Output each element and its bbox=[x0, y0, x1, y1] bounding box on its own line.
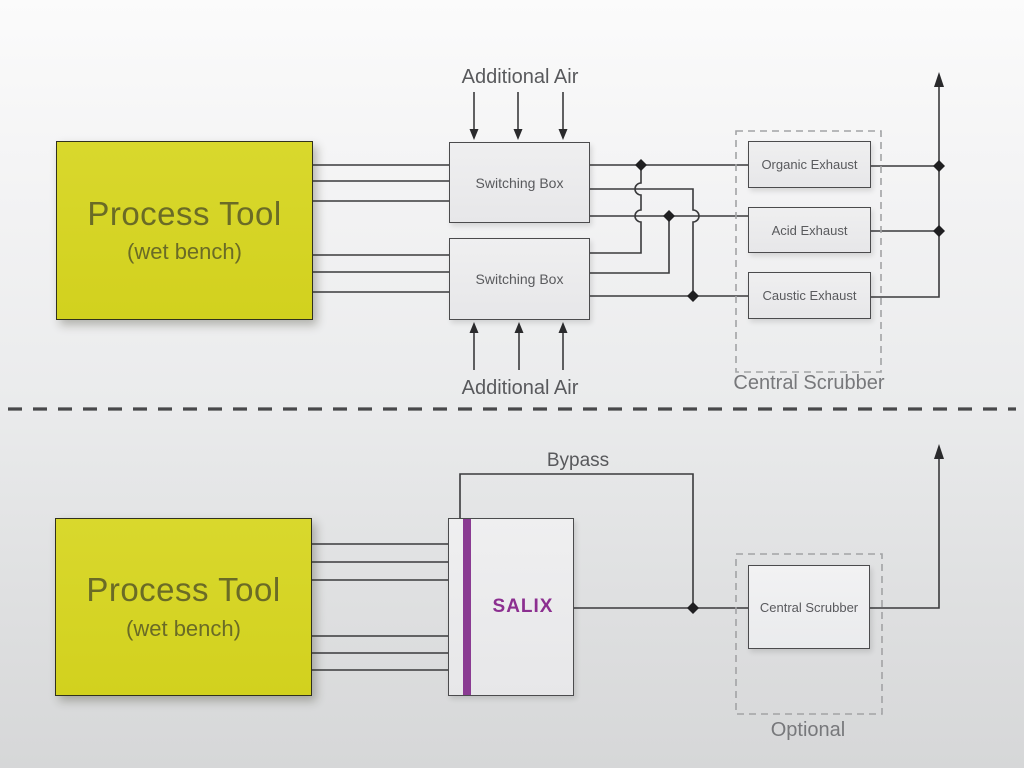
junction-diamond bbox=[933, 225, 945, 237]
process-tool-box-top: Process Tool (wet bench) bbox=[56, 141, 313, 320]
organic-exhaust-box: Organic Exhaust bbox=[748, 141, 871, 188]
process-tool-subtitle: (wet bench) bbox=[127, 239, 242, 265]
optional-group-label: Optional bbox=[770, 719, 846, 741]
salix-box: SALIX bbox=[448, 518, 574, 696]
process-tool-box-bottom: Process Tool (wet bench) bbox=[55, 518, 312, 696]
junction-diamonds bbox=[635, 159, 945, 614]
stack-riser-line bbox=[870, 457, 940, 609]
organic-exhaust-label: Organic Exhaust bbox=[761, 157, 858, 172]
salix-label: SALIX bbox=[492, 596, 554, 617]
process-tool-title: Process Tool bbox=[86, 571, 281, 609]
bypass-line bbox=[459, 473, 694, 608]
crossover-line-with-hops bbox=[590, 165, 642, 254]
switching-box-2: Switching Box bbox=[449, 238, 590, 320]
air-arrow-up-icon bbox=[514, 322, 524, 333]
junction-diamond bbox=[635, 159, 647, 171]
stack-riser-line bbox=[871, 85, 940, 298]
air-arrow-up-icon bbox=[469, 322, 479, 333]
additional-air-label-top: Additional Air bbox=[461, 66, 579, 88]
process-tool-title: Process Tool bbox=[87, 194, 282, 232]
stack-arrow-up-icon bbox=[934, 72, 944, 87]
optional-dashed-border bbox=[735, 553, 883, 715]
caustic-exhaust-label: Caustic Exhaust bbox=[762, 288, 857, 303]
air-arrow-down-icon bbox=[469, 129, 479, 140]
switching-box-label: Switching Box bbox=[475, 271, 564, 287]
connector-lines bbox=[312, 85, 940, 671]
central-scrubber-box-label: Central Scrubber bbox=[759, 599, 859, 615]
salix-accent-bar bbox=[463, 519, 471, 695]
central-scrubber-box: Central Scrubber bbox=[748, 565, 870, 649]
air-arrow-down-icon bbox=[558, 129, 568, 140]
caustic-exhaust-box: Caustic Exhaust bbox=[748, 272, 871, 319]
junction-diamond bbox=[687, 602, 699, 614]
junction-diamond bbox=[663, 210, 675, 222]
central-scrubber-group-label: Central Scrubber bbox=[733, 372, 885, 394]
junction-diamond bbox=[933, 160, 945, 172]
crossover-line-with-hop bbox=[590, 188, 700, 296]
central-scrubber-dashed-border bbox=[735, 130, 882, 373]
switching-box-1: Switching Box bbox=[449, 142, 590, 223]
crossover-line bbox=[590, 216, 670, 274]
arrow-heads bbox=[469, 72, 944, 459]
air-arrow-up-icon bbox=[558, 322, 568, 333]
air-arrow-down-icon bbox=[513, 129, 523, 140]
additional-air-label-bottom: Additional Air bbox=[461, 377, 579, 399]
acid-exhaust-box: Acid Exhaust bbox=[748, 207, 871, 253]
bypass-label: Bypass bbox=[546, 450, 610, 471]
junction-diamond bbox=[687, 290, 699, 302]
process-tool-subtitle: (wet bench) bbox=[126, 615, 241, 641]
acid-exhaust-label: Acid Exhaust bbox=[771, 222, 848, 238]
stack-arrow-up-icon bbox=[934, 444, 944, 459]
switching-box-label: Switching Box bbox=[475, 174, 564, 191]
